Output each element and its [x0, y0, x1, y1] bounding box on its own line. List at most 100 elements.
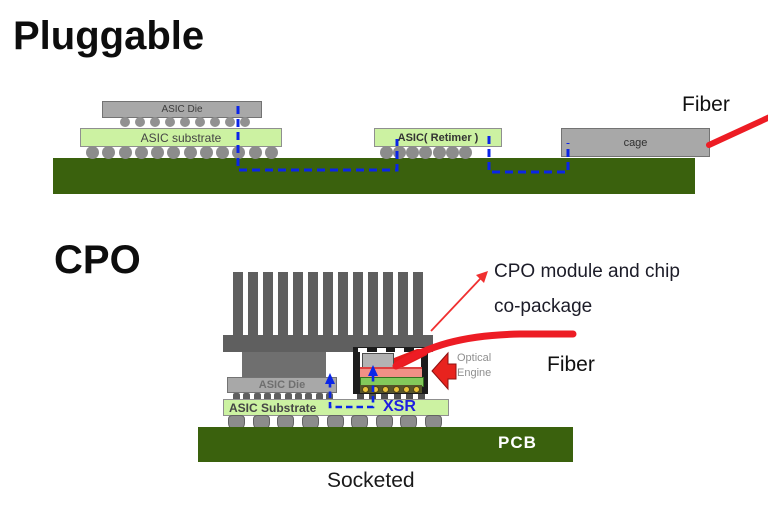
ball — [406, 146, 420, 159]
module-bumps — [357, 394, 425, 399]
bump — [195, 117, 205, 127]
pluggable-title: Pluggable — [13, 14, 205, 58]
socketed-label: Socketed — [327, 469, 415, 492]
xsr-link-label: XSR — [383, 398, 416, 415]
ball — [445, 146, 459, 159]
ball — [118, 146, 132, 159]
pluggable-retimer-label: ASIC( Retimer ) — [397, 131, 479, 144]
pluggable-cage: cage — [561, 128, 710, 157]
bump-dark — [369, 394, 377, 399]
bump-sm — [233, 393, 240, 399]
bump — [165, 117, 175, 127]
mod-dash — [376, 348, 386, 352]
mod-dot — [382, 385, 390, 393]
cpo-annotation-line1: CPO module and chip — [494, 261, 680, 282]
mod-dot — [371, 385, 379, 393]
ball — [151, 146, 165, 159]
bump-dark — [381, 394, 389, 399]
bump — [240, 117, 250, 127]
pluggable-retimer: ASIC( Retimer ) — [374, 128, 502, 147]
cpo-substrate-label: ASIC Substrate — [229, 400, 317, 415]
pluggable-die-label: ASIC Die — [161, 104, 203, 115]
mod-dot — [392, 385, 400, 393]
bump-sm — [294, 393, 302, 399]
mod-dot — [361, 385, 369, 393]
mod-dash — [358, 348, 367, 352]
ball — [248, 146, 262, 159]
bump — [150, 117, 160, 127]
ball — [393, 146, 407, 159]
pluggable-asic-die: ASIC Die — [102, 101, 262, 118]
cpo-heatsink-fins — [233, 272, 423, 335]
pluggable-pcb — [53, 158, 695, 194]
bump-dark — [405, 394, 413, 399]
bump-sm — [305, 393, 313, 399]
bump-sm — [274, 393, 282, 399]
fin — [383, 272, 393, 335]
pluggable-cage-label: cage — [623, 136, 648, 149]
ball — [167, 146, 181, 159]
bump — [120, 117, 130, 127]
fin — [368, 272, 378, 335]
fin — [353, 272, 363, 335]
ball — [102, 146, 116, 159]
fin — [308, 272, 318, 335]
pluggable-retimer-balls — [380, 146, 472, 159]
pluggable-die-bumps — [120, 117, 250, 127]
fin — [398, 272, 408, 335]
fin — [278, 272, 288, 335]
cpo-pcb-label: PCB — [498, 433, 537, 452]
mod-dot — [402, 385, 410, 393]
pluggable-asic-substrate: ASIC substrate — [80, 128, 282, 147]
ball — [86, 146, 99, 159]
cpo-die-label: ASIC Die — [258, 379, 306, 391]
cpo-pcb — [198, 427, 573, 462]
ball — [380, 146, 393, 159]
fin — [248, 272, 258, 335]
pluggable-substrate-balls — [86, 146, 278, 159]
optical-engine-label: Optical Engine — [457, 351, 491, 381]
optical-engine-label-line2: Engine — [457, 367, 492, 379]
cpo-title: CPO — [54, 238, 141, 282]
fin — [233, 272, 243, 335]
fin — [323, 272, 333, 335]
bump — [210, 117, 220, 127]
module-optical-layer — [360, 367, 422, 378]
bump-sm — [253, 393, 261, 399]
ball — [458, 146, 472, 159]
ball — [232, 146, 246, 159]
pluggable-substrate-label: ASIC substrate — [140, 130, 222, 145]
ball — [183, 146, 197, 159]
optical-engine-module — [353, 347, 428, 394]
annotation-arrowhead-icon — [476, 271, 488, 283]
cpo-asic-die: ASIC Die — [227, 377, 337, 393]
fin — [338, 272, 348, 335]
bump — [180, 117, 190, 127]
bump — [225, 117, 235, 127]
mod-dot — [413, 385, 421, 393]
bump-dark — [393, 394, 401, 399]
annotation-arrow-line — [430, 277, 482, 332]
bump-dark — [417, 394, 425, 399]
fin — [293, 272, 303, 335]
bump-dark — [357, 394, 364, 399]
ball — [432, 146, 446, 159]
fin — [413, 272, 423, 335]
cpo-annotation-line2: co-package — [494, 296, 593, 317]
ball — [216, 146, 230, 159]
ball — [419, 146, 433, 159]
pluggable-fiber-line — [706, 114, 768, 148]
bump-sm — [243, 393, 251, 399]
bump-sm — [315, 393, 323, 399]
cpo-heat-spreader-lid — [242, 352, 326, 377]
optical-engine-label-line1: Optical — [457, 352, 492, 364]
optical-engine-arrow-icon — [431, 351, 457, 391]
pluggable-fiber-label: Fiber — [682, 93, 730, 116]
ball — [134, 146, 148, 159]
module-solder-dots — [360, 385, 422, 393]
bump-sm — [284, 393, 292, 399]
bump-sm — [263, 393, 271, 399]
fin — [263, 272, 273, 335]
cpo-fiber-label: Fiber — [547, 353, 595, 376]
